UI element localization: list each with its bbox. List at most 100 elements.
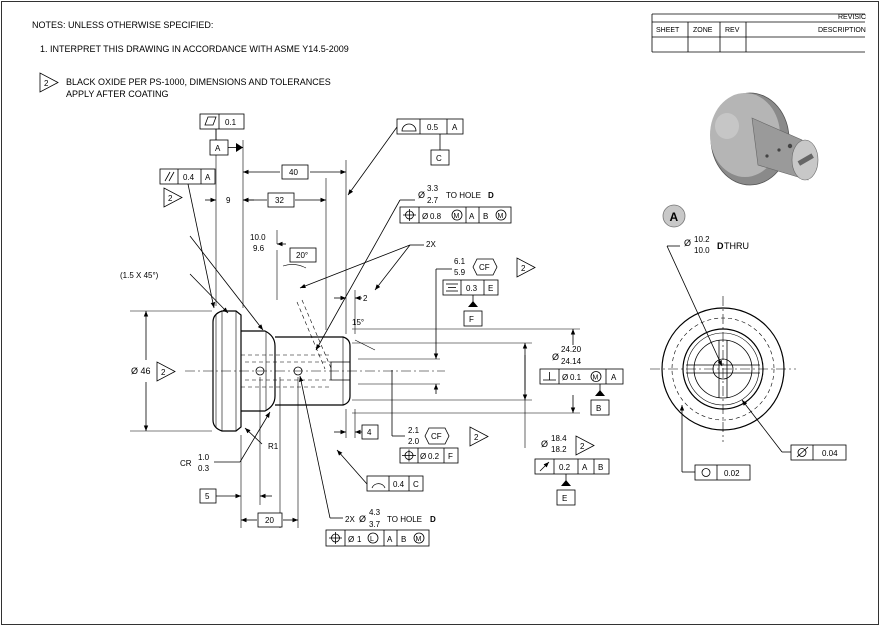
svg-text:CF: CF bbox=[479, 263, 490, 272]
svg-text:C: C bbox=[413, 480, 419, 489]
svg-text:F: F bbox=[448, 452, 453, 461]
svg-text:TO HOLE: TO HOLE bbox=[446, 191, 481, 200]
note-flag-triangle bbox=[39, 72, 59, 93]
svg-text:5: 5 bbox=[205, 492, 210, 501]
hole-d-callout: Ø 3.3 2.7 TO HOLE D Ø 0.8 M A B M bbox=[315, 184, 512, 351]
dia-24-dim: Ø 24.20 24.14 bbox=[552, 329, 582, 413]
sheet-header: SHEET bbox=[656, 27, 680, 34]
svg-text:B: B bbox=[401, 535, 406, 544]
perpendicularity-frame: Ø 0.1 M A B bbox=[539, 368, 624, 416]
svg-text:20: 20 bbox=[265, 516, 274, 525]
dim-20: 20 bbox=[241, 462, 299, 528]
svg-text:0.02: 0.02 bbox=[724, 469, 740, 478]
svg-text:2.0: 2.0 bbox=[408, 437, 420, 446]
chamfer-note: (1.5 X 45°) bbox=[120, 271, 229, 314]
revision-block: REVISIONS SHEET ZONE REV DESCRIPTION bbox=[651, 13, 876, 53]
svg-text:E: E bbox=[488, 284, 493, 293]
svg-text:18.2: 18.2 bbox=[551, 445, 567, 454]
svg-text:E: E bbox=[562, 494, 567, 503]
svg-text:15°: 15° bbox=[352, 318, 364, 327]
symmetry-frame: 0.3 E F bbox=[442, 279, 499, 327]
cf-dim-2.1: 2.1 2.0 CF 2 Ø 0.2 F bbox=[391, 370, 489, 464]
section-a-letter: A bbox=[670, 210, 679, 224]
svg-text:A: A bbox=[469, 212, 475, 221]
zone-header: ZONE bbox=[693, 27, 713, 34]
extension-lines bbox=[130, 116, 580, 528]
svg-text:9.6: 9.6 bbox=[253, 244, 265, 253]
svg-text:TO HOLE: TO HOLE bbox=[387, 515, 422, 524]
svg-text:0.1: 0.1 bbox=[570, 373, 582, 382]
description-header: DESCRIPTION bbox=[818, 27, 866, 34]
svg-text:18.4: 18.4 bbox=[551, 434, 567, 443]
svg-text:6.1: 6.1 bbox=[454, 257, 466, 266]
svg-text:1.0: 1.0 bbox=[198, 453, 210, 462]
dia-46-dim: Ø 46 2 bbox=[131, 311, 176, 431]
svg-text:32: 32 bbox=[275, 196, 284, 205]
svg-text:0.4: 0.4 bbox=[393, 480, 405, 489]
svg-text:B: B bbox=[598, 463, 603, 472]
note-1: 1. INTERPRET THIS DRAWING IN ACCORDANCE … bbox=[40, 44, 349, 54]
svg-text:0.04: 0.04 bbox=[822, 449, 838, 458]
svg-text:Ø: Ø bbox=[541, 439, 548, 449]
svg-text:CF: CF bbox=[431, 432, 442, 441]
svg-text:0.3: 0.3 bbox=[198, 464, 210, 473]
rev-header: REV bbox=[725, 27, 740, 34]
svg-text:2X: 2X bbox=[345, 515, 355, 524]
dim-2: 2 bbox=[334, 294, 368, 303]
svg-text:D: D bbox=[430, 515, 436, 524]
cf-dim-6.1: 6.1 5.9 CF 2 bbox=[433, 257, 536, 394]
svg-text:40: 40 bbox=[289, 168, 298, 177]
svg-text:2: 2 bbox=[161, 368, 166, 377]
svg-text:CR: CR bbox=[180, 459, 192, 468]
svg-text:24.14: 24.14 bbox=[561, 357, 582, 366]
angle-20: 20° bbox=[282, 247, 317, 269]
profile-line-frame: 0.4 C bbox=[336, 449, 424, 492]
svg-text:10.0: 10.0 bbox=[694, 246, 710, 255]
svg-text:Ø: Ø bbox=[359, 514, 366, 524]
svg-text:10.2: 10.2 bbox=[694, 235, 710, 244]
note-flag-number: 2 bbox=[44, 79, 49, 88]
svg-text:A: A bbox=[452, 123, 458, 132]
svg-text:2.7: 2.7 bbox=[427, 196, 439, 205]
svg-text:2: 2 bbox=[474, 433, 479, 442]
svg-text:THRU: THRU bbox=[724, 241, 749, 251]
svg-text:Ø: Ø bbox=[552, 352, 559, 362]
svg-text:2: 2 bbox=[363, 294, 368, 303]
svg-text:Ø: Ø bbox=[418, 190, 425, 200]
svg-text:Ø: Ø bbox=[422, 212, 428, 221]
revision-block-clip bbox=[865, 14, 878, 54]
isometric-part-render bbox=[710, 92, 819, 186]
svg-text:M: M bbox=[593, 375, 599, 382]
dim-5: 5 bbox=[199, 488, 272, 504]
two-x-leaders: 2X bbox=[299, 240, 436, 291]
circular-runout-frame: 0.2 A B E bbox=[534, 458, 610, 506]
svg-text:2X: 2X bbox=[426, 240, 436, 249]
svg-text:2: 2 bbox=[168, 194, 173, 203]
datum-a: A bbox=[209, 139, 243, 156]
svg-text:0.1: 0.1 bbox=[225, 118, 237, 127]
svg-text:A: A bbox=[205, 173, 211, 182]
svg-text:Ø: Ø bbox=[348, 535, 354, 544]
dim-9: 9 bbox=[205, 196, 254, 205]
notes-header: NOTES: UNLESS OTHERWISE SPECIFIED: bbox=[32, 20, 213, 30]
profile-surface-frame: 0.5 A C bbox=[347, 118, 464, 196]
svg-text:20°: 20° bbox=[296, 251, 308, 260]
dim-40: 40 bbox=[243, 164, 346, 180]
svg-text:M: M bbox=[454, 213, 460, 220]
svg-text:24.20: 24.20 bbox=[561, 345, 582, 354]
cylindricity-frame: 0.04 bbox=[741, 399, 847, 461]
svg-text:1: 1 bbox=[357, 535, 362, 544]
angle-15: 15° bbox=[352, 318, 376, 351]
svg-text:L: L bbox=[370, 536, 374, 543]
svg-text:B: B bbox=[483, 212, 488, 221]
svg-text:Ø: Ø bbox=[420, 452, 426, 461]
revisions-label: REVISIONS bbox=[838, 14, 876, 21]
svg-text:9: 9 bbox=[226, 196, 231, 205]
parallelism-frame: 0.4 A 2 bbox=[159, 168, 216, 208]
svg-text:10.0: 10.0 bbox=[250, 233, 266, 242]
svg-text:4: 4 bbox=[367, 428, 372, 437]
svg-text:5.9: 5.9 bbox=[454, 268, 466, 277]
svg-text:2: 2 bbox=[521, 264, 526, 273]
svg-text:4.3: 4.3 bbox=[369, 508, 381, 517]
